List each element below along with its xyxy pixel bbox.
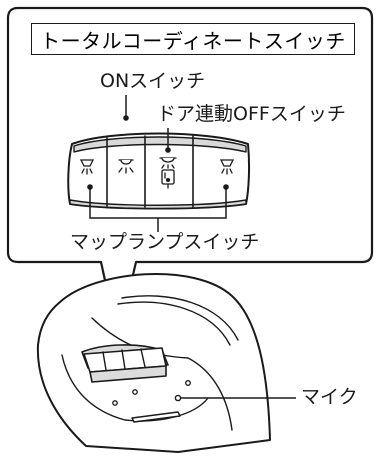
dome-light-on-icon bbox=[118, 159, 134, 174]
switch-panel bbox=[67, 132, 251, 210]
diagram-title: トータルコーディネートスイッチ bbox=[40, 28, 346, 53]
map-lamp-right-icon bbox=[219, 159, 235, 175]
overhead-console bbox=[36, 273, 271, 453]
map-switch-label: マップランプスイッチ bbox=[70, 231, 260, 253]
door-link-icon bbox=[159, 157, 177, 189]
title-box: トータルコーディネートスイッチ bbox=[31, 23, 355, 55]
on-switch-label: ONスイッチ bbox=[100, 70, 206, 92]
mic-label: マイク bbox=[301, 386, 358, 408]
door-switch-label: ドア連動OFFスイッチ bbox=[157, 103, 346, 125]
leader-lines bbox=[89, 95, 227, 232]
mic-hole bbox=[174, 394, 182, 402]
map-lamp-left-icon bbox=[79, 159, 95, 175]
